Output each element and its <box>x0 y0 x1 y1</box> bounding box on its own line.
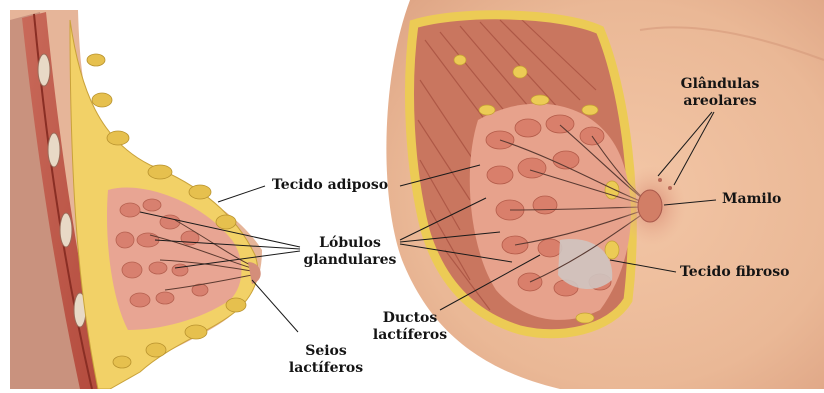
label-lobulos-line1: Lóbulos <box>298 235 402 252</box>
label-ductos-line1: Ductos <box>364 310 456 327</box>
label-ductos-lactiferos: Ductos lactíferos <box>364 310 456 344</box>
label-seios-line2: lactíferos <box>280 360 372 377</box>
label-ductos-line2: lactíferos <box>364 327 456 344</box>
label-seios-line1: Seios <box>280 343 372 360</box>
label-lobulos-line2: glandulares <box>298 252 402 269</box>
label-glandulas-line1: Glândulas <box>672 76 768 93</box>
label-lobulos-glandulares: Lóbulos glandulares <box>298 235 402 269</box>
label-glandulas-areolares: Glândulas areolares <box>672 76 768 110</box>
label-glandulas-line2: areolares <box>672 93 768 110</box>
label-mamilo: Mamilo <box>722 191 781 208</box>
label-tecido-fibroso: Tecido fibroso <box>680 264 789 281</box>
label-tecido-adiposo: Tecido adiposo <box>272 177 388 194</box>
label-seios-lactiferos: Seios lactíferos <box>280 343 372 377</box>
